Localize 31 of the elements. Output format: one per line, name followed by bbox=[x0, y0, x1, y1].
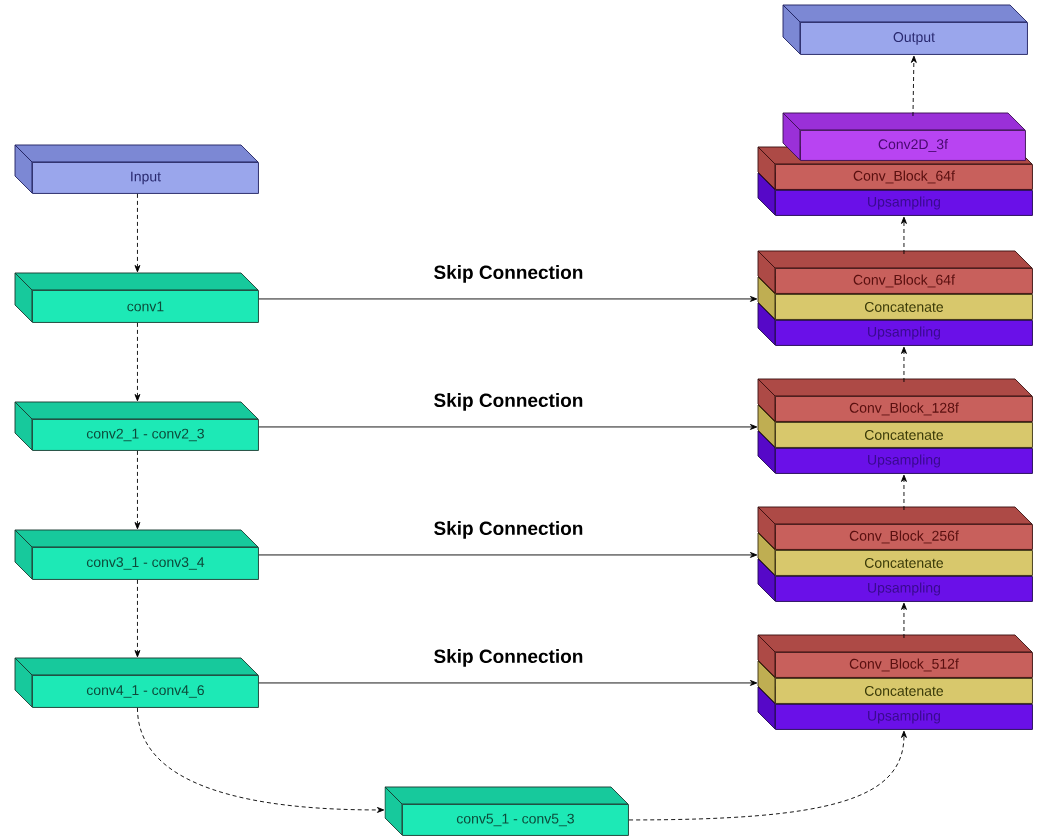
layer-block: Output bbox=[782, 4, 1028, 55]
arrow bbox=[901, 216, 907, 255]
layer-block: Conv_Block_64f bbox=[757, 250, 1033, 294]
layer-block: conv4_1 - conv4_6 bbox=[14, 657, 259, 708]
layer-block: Conv2D_3f bbox=[782, 112, 1026, 161]
edge-label: Skip Connection bbox=[434, 393, 583, 411]
arrow bbox=[134, 322, 141, 402]
arrow bbox=[258, 552, 758, 558]
arrow bbox=[258, 424, 758, 430]
layer-block: Input bbox=[14, 144, 259, 194]
arrow bbox=[134, 579, 141, 658]
arrow bbox=[258, 296, 758, 302]
arrow bbox=[910, 55, 917, 117]
arrow bbox=[258, 680, 758, 686]
edge-label: Skip Connection bbox=[434, 265, 583, 283]
edge-label: Skip Connection bbox=[434, 521, 583, 539]
arrow bbox=[901, 346, 907, 383]
layer-block: Conv_Block_128f bbox=[757, 378, 1033, 422]
arrow bbox=[628, 730, 907, 821]
layer-block: conv5_1 - conv5_3 bbox=[384, 786, 629, 836]
arrow bbox=[134, 450, 141, 530]
arrow bbox=[901, 474, 907, 511]
layer-block: conv3_1 - conv3_4 bbox=[14, 529, 259, 580]
layer-block: Conv_Block_256f bbox=[757, 506, 1033, 550]
arrow bbox=[901, 602, 907, 639]
layer-block: conv2_1 - conv2_3 bbox=[14, 401, 259, 451]
arrow bbox=[134, 193, 141, 273]
layer-block: conv1 bbox=[14, 272, 259, 323]
edge-label: Skip Connection bbox=[434, 649, 583, 667]
arrow bbox=[137, 707, 385, 813]
layer-block: Conv_Block_512f bbox=[757, 634, 1033, 678]
